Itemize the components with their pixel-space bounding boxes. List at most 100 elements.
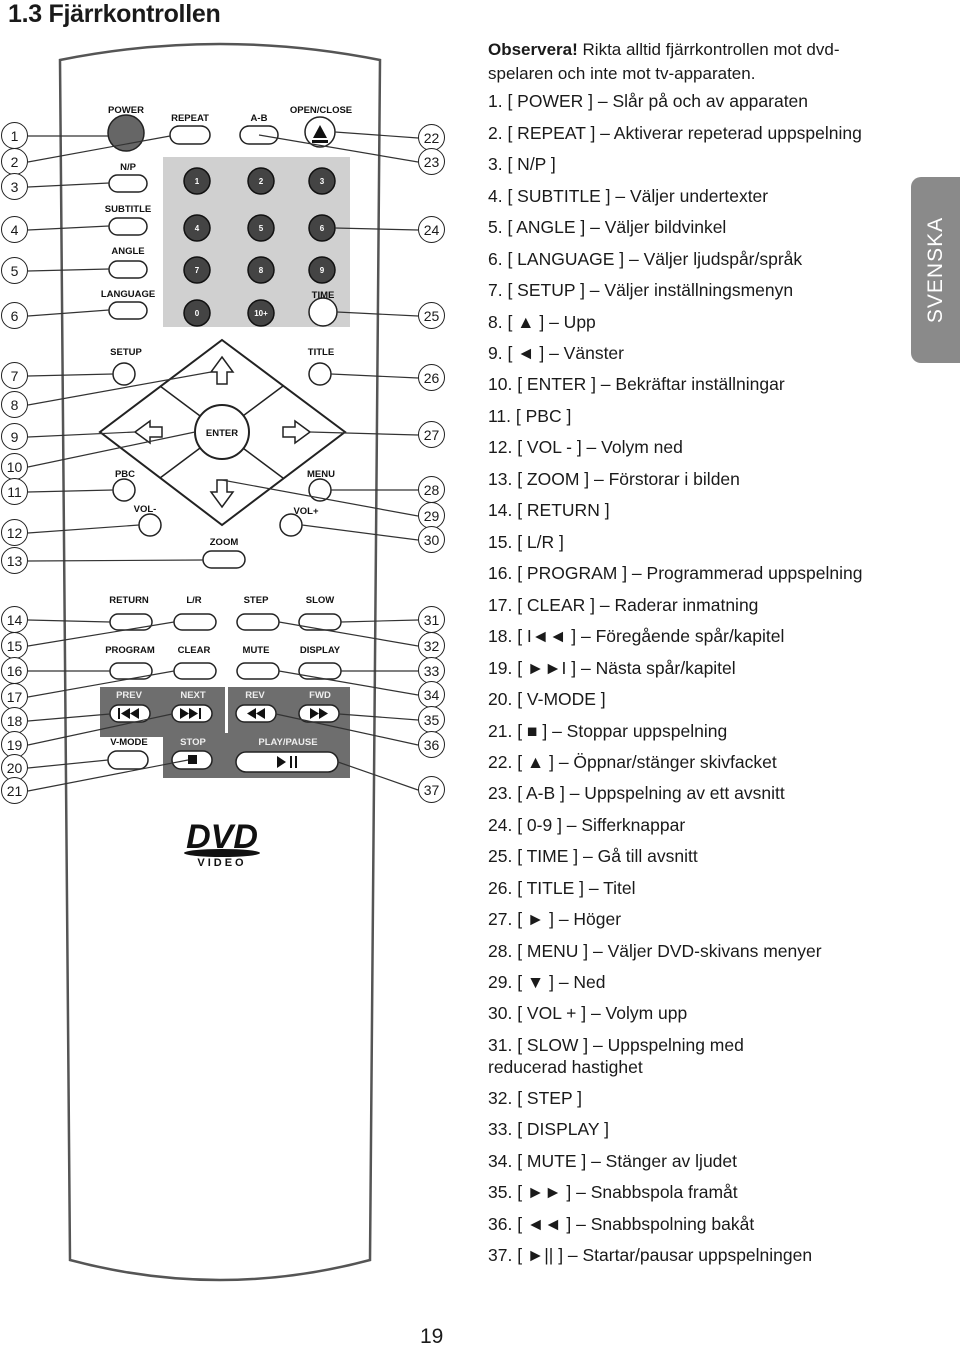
label-rev: REV [245, 690, 265, 701]
callout-36: 36 [418, 731, 445, 758]
lr-button[interactable] [173, 613, 217, 631]
language-button[interactable] [108, 301, 148, 320]
label-title: TITLE [308, 347, 334, 358]
callout-5: 5 [1, 257, 28, 284]
label-fwd: FWD [309, 690, 331, 701]
label-np: N/P [120, 162, 137, 173]
callout-20: 20 [1, 754, 28, 781]
eject-icon [313, 125, 327, 138]
note-paragraph: Observera! Rikta alltid fjärrkontrollen … [488, 38, 888, 86]
list-item: 22. [ ▲ ] – Öppnar/stänger skivfacket [488, 752, 777, 772]
setup-button[interactable] [112, 362, 136, 386]
vol-minus-button[interactable] [138, 513, 162, 537]
label-subtitle: SUBTITLE [105, 204, 151, 215]
label-power: POWER [108, 105, 144, 116]
slow-button[interactable] [298, 613, 342, 631]
label-menu: MENU [307, 469, 335, 480]
label-repeat: REPEAT [171, 113, 209, 124]
list-item: 2. [ REPEAT ] – Aktiverar repeterad upps… [488, 123, 862, 143]
label-slow: SLOW [306, 595, 335, 606]
transport-glyphs [118, 708, 328, 768]
label-play-pause: PLAY/PAUSE [258, 737, 317, 748]
callout-19: 19 [1, 731, 28, 758]
list-item: 15. [ L/R ] [488, 532, 564, 552]
power-button[interactable] [107, 114, 145, 152]
pbc-button[interactable] [112, 478, 136, 502]
step-button[interactable] [236, 613, 280, 631]
digit-3[interactable]: 3 [320, 177, 325, 186]
label-display: DISPLAY [300, 645, 341, 656]
subtitle-button[interactable] [108, 217, 148, 236]
list-item: 35. [ ►► ] – Snabbspola framåt [488, 1182, 738, 1202]
digit-4[interactable]: 4 [195, 224, 200, 233]
callout-23: 23 [418, 148, 445, 175]
callout-25: 25 [418, 302, 445, 329]
callout-22: 22 [418, 124, 445, 151]
callout-18: 18 [1, 707, 28, 734]
list-item: 12. [ VOL - ] – Volym ned [488, 437, 683, 457]
callout-21: 21 [1, 777, 28, 804]
label-pbc: PBC [115, 469, 135, 480]
list-item: 16. [ PROGRAM ] – Programmerad uppspelni… [488, 563, 863, 583]
page-title: 1.3 Fjärrkontrollen [8, 0, 221, 28]
mute-button[interactable] [236, 662, 280, 680]
return-button[interactable] [109, 613, 153, 631]
callout-14: 14 [1, 606, 28, 633]
list-item: 1. [ POWER ] – Slår på och av apparaten [488, 91, 809, 111]
digit-10plus[interactable]: 10+ [254, 309, 268, 318]
label-ab: A-B [251, 113, 268, 124]
label-next: NEXT [180, 690, 206, 701]
list-item: 21. [ ■ ] – Stoppar uppspelning [488, 721, 728, 741]
callout-32: 32 [418, 632, 445, 659]
play-pause-button[interactable] [235, 751, 339, 773]
vol-plus-button[interactable] [279, 513, 303, 537]
callout-16: 16 [1, 657, 28, 684]
page-number: 19 [420, 1325, 444, 1348]
list-item: 33. [ DISPLAY ] [488, 1119, 609, 1139]
clear-button[interactable] [173, 662, 217, 680]
angle-button[interactable] [108, 260, 148, 279]
callout-34: 34 [418, 681, 445, 708]
time-button[interactable] [308, 297, 338, 327]
list-item: 30. [ VOL + ] – Volym upp [488, 1003, 688, 1023]
list-item: 36. [ ◄◄ ] – Snabbspolning bakåt [488, 1214, 755, 1234]
callout-31: 31 [418, 606, 445, 633]
list-item: 11. [ PBC ] [488, 406, 572, 426]
vmode-button[interactable] [107, 750, 149, 770]
repeat-button[interactable] [169, 125, 211, 145]
digit-8[interactable]: 8 [259, 266, 264, 275]
callout-1: 1 [1, 122, 28, 149]
callout-27: 27 [418, 421, 445, 448]
digit-6[interactable]: 6 [320, 224, 325, 233]
np-button[interactable] [108, 174, 148, 193]
callout-12: 12 [1, 519, 28, 546]
list-item: 31. [ SLOW ] – Uppspelning med reducerad… [488, 1035, 744, 1077]
callout-24: 24 [418, 216, 445, 243]
display-button[interactable] [298, 662, 342, 680]
list-item: 4. [ SUBTITLE ] – Väljer undertexter [488, 186, 769, 206]
list-item: 17. [ CLEAR ] – Raderar inmatning [488, 595, 759, 615]
label-setup: SETUP [110, 347, 142, 358]
callout-29: 29 [418, 502, 445, 529]
digit-5[interactable]: 5 [259, 224, 264, 233]
right-arrow-icon[interactable] [282, 419, 312, 445]
digit-0[interactable]: 0 [195, 309, 200, 318]
digit-9[interactable]: 9 [320, 266, 325, 275]
list-item: 23. [ A-B ] – Uppspelning av ett avsnitt [488, 783, 785, 803]
label-enter: ENTER [206, 428, 238, 439]
digit-1[interactable]: 1 [195, 177, 200, 186]
list-item: 19. [ ►►I ] – Nästa spår/kapitel [488, 658, 736, 678]
list-item: 34. [ MUTE ] – Stänger av ljudet [488, 1151, 738, 1171]
title-button[interactable] [308, 362, 332, 386]
label-program: PROGRAM [105, 645, 155, 656]
leader-lines [27, 131, 419, 792]
up-arrow-icon[interactable] [209, 355, 235, 385]
callout-30: 30 [418, 526, 445, 553]
list-item: 8. [ ▲ ] – Upp [488, 312, 596, 332]
zoom-button[interactable] [202, 550, 246, 569]
digit-7[interactable]: 7 [195, 266, 200, 275]
label-language: LANGUAGE [101, 289, 155, 300]
callout-17: 17 [1, 683, 28, 710]
digit-2[interactable]: 2 [259, 177, 264, 186]
callout-6: 6 [1, 302, 28, 329]
